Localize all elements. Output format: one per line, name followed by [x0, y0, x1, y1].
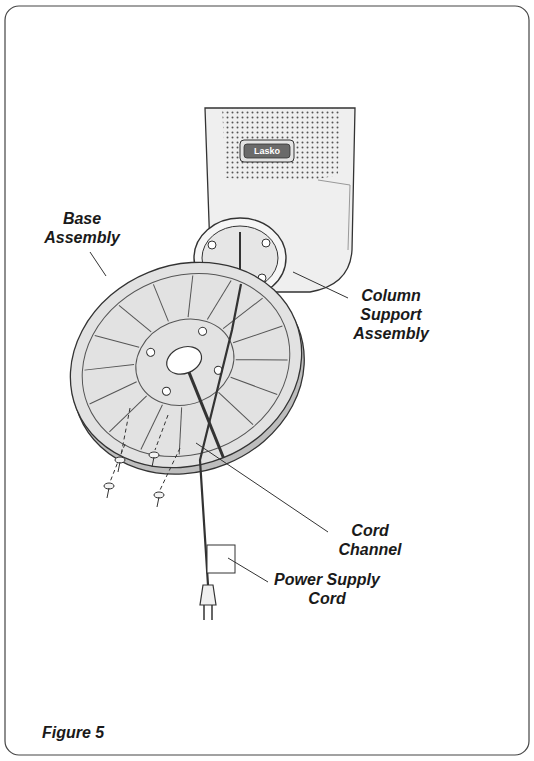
leader-lines — [90, 252, 348, 582]
figure-frame — [5, 6, 529, 755]
base-plate — [39, 228, 335, 508]
part-label: Column Support Assembly — [342, 286, 440, 343]
brand-logo: Lasko — [244, 145, 290, 157]
screws — [104, 408, 180, 507]
part-label: Cord Channel — [330, 521, 410, 559]
figure-caption: Figure 5 — [42, 724, 104, 742]
part-label: Base Assembly — [42, 209, 122, 247]
power-cord — [200, 284, 241, 620]
part-label: Power Supply Cord — [262, 570, 392, 608]
